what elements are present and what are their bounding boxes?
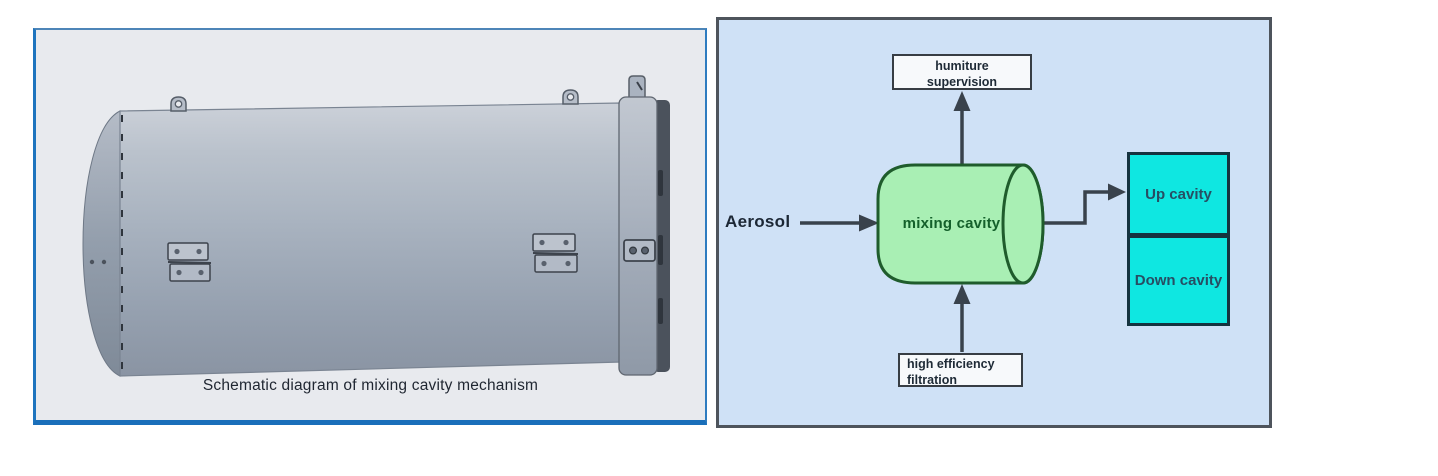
lifting-lug-left — [170, 96, 187, 112]
hinge-right — [532, 233, 579, 273]
flange-latch — [623, 239, 656, 262]
high-efficiency-filtration-box: high efficiency filtration — [898, 353, 1023, 387]
mixing-cavity-label: mixing cavity — [902, 215, 1001, 232]
filtration-line1: high efficiency — [907, 357, 995, 371]
humiture-supervision-box: humiture supervision — [892, 54, 1032, 90]
top-mounting-tab — [628, 75, 646, 100]
humiture-line2: supervision — [926, 75, 998, 90]
flow-diagram-panel: Aerosol mixing cavity humiture supervisi… — [716, 17, 1272, 428]
left-end-cap — [82, 110, 121, 377]
arrow-elbow-to-up-cavity — [1043, 183, 1126, 225]
arrow-up-to-humiture — [953, 91, 971, 165]
figure-caption: Schematic diagram of mixing cavity mecha… — [202, 377, 539, 394]
cap-rivet — [89, 259, 95, 265]
up-cavity-label: Up cavity — [1145, 185, 1212, 203]
down-cavity-label: Down cavity — [1134, 272, 1223, 289]
hinge-left — [167, 242, 212, 282]
mixing-cavity-3d-render — [82, 75, 670, 377]
arrow-up-to-cylinder — [953, 284, 971, 352]
humiture-line1: humiture — [935, 59, 989, 73]
aerosol-label: Aerosol — [725, 212, 791, 231]
lifting-lug-right — [562, 89, 579, 105]
left-figure-panel: Schematic diagram of mixing cavity mecha… — [33, 28, 707, 425]
filtration-line2: filtration — [907, 373, 957, 388]
cap-rivet — [101, 259, 107, 265]
down-cavity-box: Down cavity — [1127, 235, 1230, 326]
mixing-cavity-cylinder — [876, 163, 1045, 285]
flow-diagram-shapes — [800, 91, 1126, 352]
up-cavity-box: Up cavity — [1127, 152, 1230, 236]
right-flange — [618, 96, 658, 376]
arrow-right-from-aerosol — [800, 214, 879, 232]
